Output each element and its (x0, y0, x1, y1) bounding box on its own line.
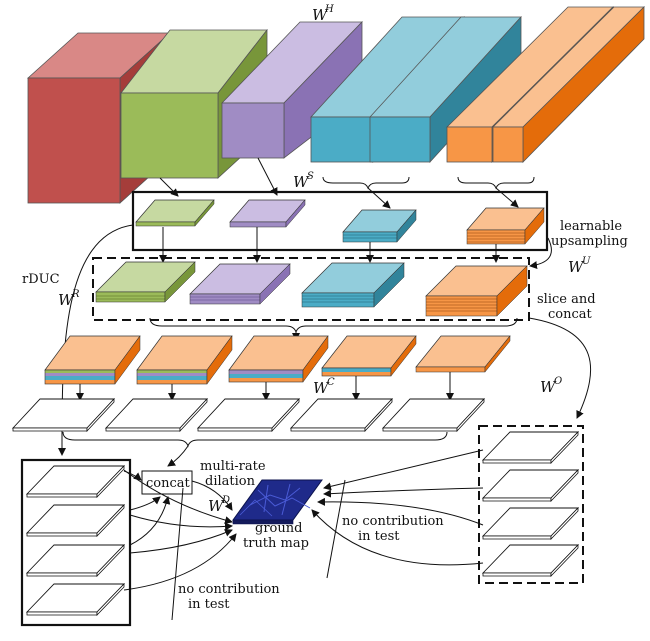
white-plane-3 (196, 397, 301, 433)
label-w-c: W (313, 379, 330, 397)
arrow-left1-to-gt (123, 469, 233, 525)
left-plane-1 (25, 465, 126, 498)
label-w-s-sup: S (307, 171, 314, 182)
label-w-o: W (540, 378, 557, 396)
no-contribution-line-left (171, 487, 184, 621)
left-plane-2 (25, 504, 126, 537)
label-concat-text: concat (548, 307, 593, 322)
right-plane-3 (481, 507, 580, 540)
label-in-test-left: in test (188, 597, 230, 612)
label-no-contribution-left: no contribution (178, 582, 280, 597)
white-plane-1 (11, 397, 116, 433)
label-w-u-sup: U (582, 256, 591, 267)
label-w-c-sup: C (327, 377, 335, 388)
stack-slab-2 (136, 335, 233, 385)
left-plane-3 (25, 544, 126, 577)
left-plane-4 (25, 583, 126, 616)
label-learnable: learnable (560, 219, 622, 234)
label-no-contribution-right: no contribution (342, 514, 444, 529)
arrow-right2-to-gt (323, 487, 484, 498)
slab-large-orange (425, 265, 528, 317)
arrow-wo-curve (528, 317, 592, 419)
label-w-d: W (208, 497, 225, 515)
white-plane-2 (104, 397, 209, 433)
arrow-left2-to-gt (129, 514, 233, 531)
right-plane-2 (481, 469, 580, 502)
brace-orange (457, 176, 535, 190)
slab-large-cyan (301, 262, 405, 308)
label-w-d-sup: D (221, 495, 230, 506)
label-w-s: W (293, 173, 310, 191)
label-dilation: dilation (205, 474, 256, 489)
label-rduc: rDUC (22, 272, 60, 287)
arrow-upsampling-curve (529, 237, 552, 270)
concat-box-label: concat (146, 476, 191, 491)
arrow-green-to-slab (159, 177, 179, 197)
label-w-r: W (58, 291, 75, 309)
label-ground: ground (255, 521, 302, 536)
slab-large-purple (189, 263, 291, 305)
arrow-purple-to-slab (257, 157, 278, 196)
right-plane-1 (481, 431, 580, 464)
arrow-concat-to-gt (191, 480, 233, 511)
stack-slab-4 (321, 335, 417, 377)
no-contribution-line-right (326, 479, 346, 579)
label-slice-and: slice and (537, 292, 596, 307)
arrow-left3-to-gt (129, 529, 233, 554)
arrow-right4-to-gt (311, 509, 484, 566)
feature-block-purple (221, 21, 363, 159)
right-plane-4 (481, 544, 580, 577)
slab-box-solid (131, 190, 549, 252)
label-w-h-sup: H (324, 4, 334, 15)
brace-cyan (322, 176, 410, 190)
arrow-left4-to-gt (123, 533, 237, 591)
arrow-left3-to-concat (129, 496, 171, 546)
feature-block-orange-2 (492, 6, 645, 163)
label-in-test-right: in test (358, 529, 400, 544)
slab-small-cyan (342, 209, 417, 243)
arrow-left2-to-concat (129, 496, 161, 511)
label-upsampling: upsampling (551, 234, 628, 249)
label-w-o-sup: O (554, 376, 562, 387)
arrow-right3-to-gt (317, 497, 484, 526)
arrow-brace-to-concat (167, 445, 189, 467)
brace-planes (62, 431, 448, 448)
arrow-orange-to-slab (495, 187, 519, 208)
slab-small-green (135, 199, 215, 227)
stack-slab-1 (44, 335, 141, 385)
label-w-h: W (312, 6, 329, 24)
slab-small-purple (229, 199, 306, 228)
slab-box-dashed (92, 257, 530, 321)
stack-slab-3 (228, 335, 329, 383)
ground-truth-map (232, 479, 323, 525)
label-w-u: W (568, 258, 585, 276)
label-w-r-sup: R (71, 289, 80, 300)
stack-slab-5 (415, 335, 511, 373)
arrow-right1-to-gt (323, 449, 484, 491)
white-plane-4 (289, 397, 394, 433)
right-stack-box (478, 425, 584, 584)
label-truth-map: truth map (243, 536, 309, 551)
label-multi-rate: multi-rate (200, 459, 266, 474)
slab-small-orange (466, 207, 545, 245)
left-stack-box (20, 458, 132, 627)
white-plane-5 (381, 397, 486, 433)
slab-large-green (95, 261, 196, 303)
